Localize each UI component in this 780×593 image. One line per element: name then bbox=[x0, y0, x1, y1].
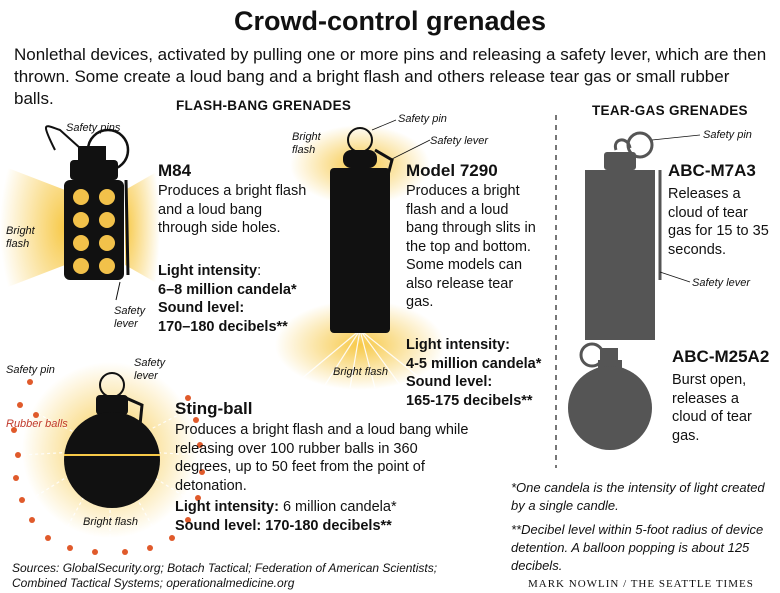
m84-sound-label: Sound level: bbox=[158, 300, 245, 316]
m84-ann-pins: Safety pins bbox=[66, 122, 121, 134]
note-candela: *One candela is the intensity of light c… bbox=[511, 480, 765, 513]
model7290-name: Model 7290 bbox=[406, 161, 498, 180]
abcm7a3-ann-lever: Safety lever bbox=[692, 277, 751, 289]
model7290-intensity-value: 4-5 million candela* bbox=[406, 355, 542, 372]
model7290-stats: Light intensity: 4-5 million candela* So… bbox=[406, 336, 556, 410]
stingball-ann-pin: Safety pin bbox=[6, 364, 55, 376]
intro-text: Nonlethal devices, activated by pulling … bbox=[14, 45, 767, 108]
stingball-intensity-label: Light intensity: bbox=[175, 499, 279, 515]
stingball-desc: Produces a bright flash and a loud bang … bbox=[175, 422, 469, 494]
stingball-sound-value: 170-180 decibels** bbox=[265, 517, 392, 534]
credit: MARK NOWLIN / THE SEATTLE TIMES bbox=[528, 578, 754, 590]
stingball-sound-label: Sound level: bbox=[175, 517, 262, 534]
m84-intensity-value: 6–8 million candela* bbox=[158, 281, 297, 298]
model7290-sound-label: Sound level: bbox=[406, 374, 493, 390]
abcm25a2-desc: Burst open, releases a cloud of tear gas… bbox=[672, 372, 752, 444]
stingball-intensity-value: 6 million candela* bbox=[282, 499, 397, 515]
section-flashbang: FLASH-BANG GRENADES bbox=[176, 98, 352, 113]
abcm25a2-name: ABC-M25A2 bbox=[672, 347, 770, 366]
model7290-ann-pin: Safety pin bbox=[398, 113, 447, 125]
m84-ann-lever: Safety lever bbox=[114, 305, 146, 330]
model7290-sound-value: 165-175 decibels** bbox=[406, 392, 533, 409]
rubber-balls bbox=[11, 379, 205, 555]
model7290-ann-flash-top: Bright flash bbox=[292, 131, 321, 156]
stingball-ann-lever: Safety lever bbox=[134, 357, 166, 382]
m84-stats: Light intensity: 6–8 million candela* So… bbox=[158, 263, 297, 335]
model7290-desc: Produces a bright flash and a loud bang … bbox=[406, 183, 536, 310]
m84-name: M84 bbox=[158, 161, 192, 180]
section-teargas: TEAR-GAS GRENADES bbox=[592, 103, 748, 118]
model7290-intensity-label: Light intensity: bbox=[406, 337, 510, 353]
abcm7a3-desc: Releases a cloud of tear gas for 15 to 3… bbox=[668, 186, 769, 258]
abcm7a3-name: ABC-M7A3 bbox=[668, 161, 756, 180]
m84-intensity-label: Light intensity bbox=[158, 263, 258, 279]
m84-desc: Produces a bright flash and a loud bang … bbox=[158, 183, 307, 236]
note-decibel: **Decibel level within 5-foot radius of … bbox=[511, 522, 764, 573]
abcm7a3-ann-pin: Safety pin bbox=[703, 129, 752, 141]
stingball-ann-balls: Rubber balls bbox=[6, 418, 68, 430]
stingball-stats: Light intensity: 6 million candela* Soun… bbox=[175, 498, 495, 535]
model7290-ann-flash-bottom: Bright flash bbox=[333, 366, 389, 378]
stingball-ann-flash: Bright flash bbox=[83, 516, 139, 528]
page-title: Crowd-control grenades bbox=[233, 6, 547, 36]
stingball-name: Sting-ball bbox=[175, 399, 253, 418]
m84-sound-value: 170–180 decibels** bbox=[158, 318, 288, 335]
model7290-ann-lever: Safety lever bbox=[430, 135, 489, 147]
m84-ann-flash: Bright flash bbox=[6, 225, 35, 250]
sources: Sources: GlobalSecurity.org; Botach Tact… bbox=[12, 561, 438, 590]
